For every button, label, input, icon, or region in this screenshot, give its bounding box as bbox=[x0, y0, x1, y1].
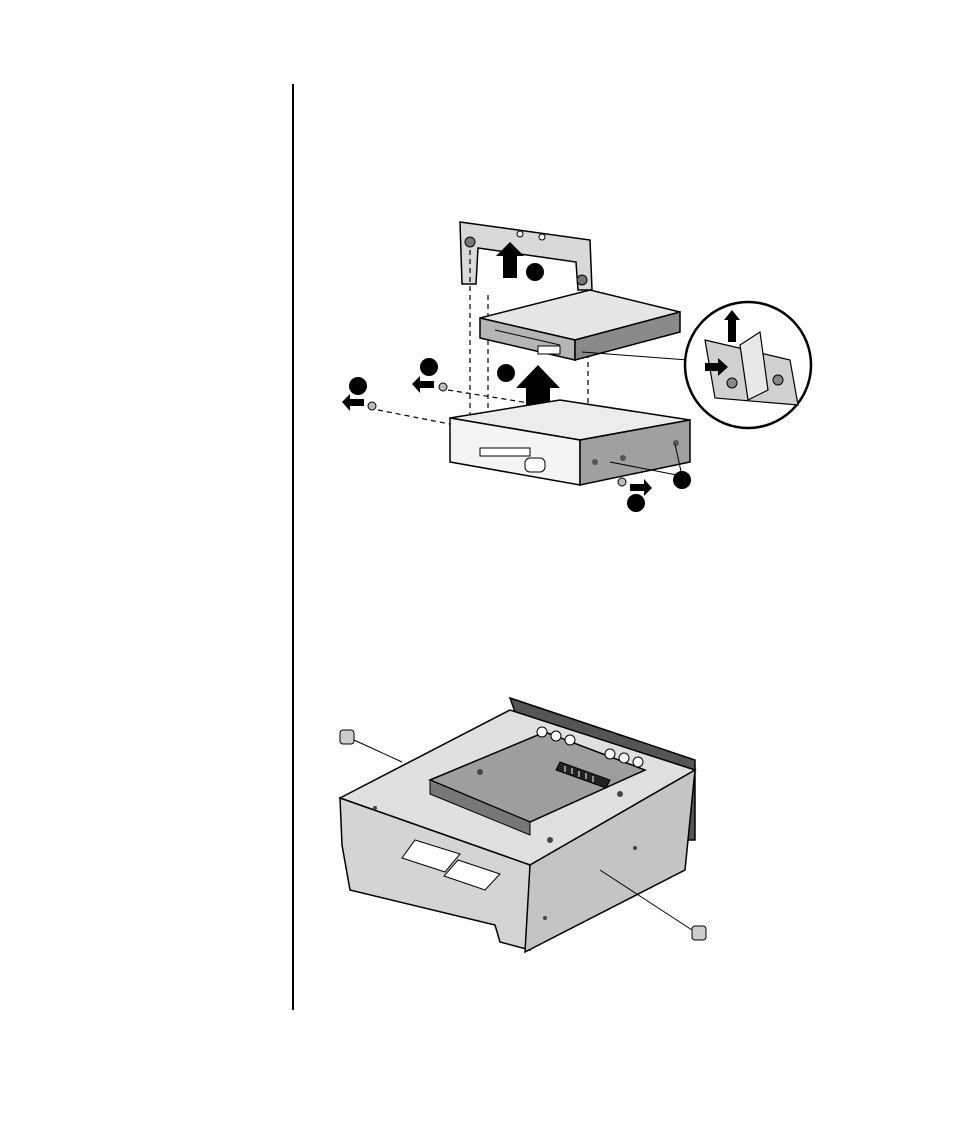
callout-marker bbox=[526, 263, 544, 281]
exploded-view-figure bbox=[320, 200, 840, 530]
diskette-drive-removal-diagram-icon bbox=[320, 200, 840, 530]
callout-marker bbox=[497, 364, 515, 382]
callout-marker bbox=[420, 358, 438, 376]
bracket-view-figure bbox=[320, 690, 740, 970]
drive-bracket-screws-diagram-icon bbox=[320, 690, 740, 970]
callout-marker bbox=[349, 377, 367, 395]
diskette-drive bbox=[480, 290, 680, 360]
callout-marker bbox=[673, 471, 691, 489]
left-screw bbox=[340, 730, 402, 762]
drive-cage bbox=[450, 400, 690, 485]
margin-rule bbox=[292, 84, 294, 1010]
callout-marker bbox=[627, 494, 645, 512]
release-tab-inset bbox=[685, 302, 811, 428]
top-bracket bbox=[460, 222, 592, 290]
